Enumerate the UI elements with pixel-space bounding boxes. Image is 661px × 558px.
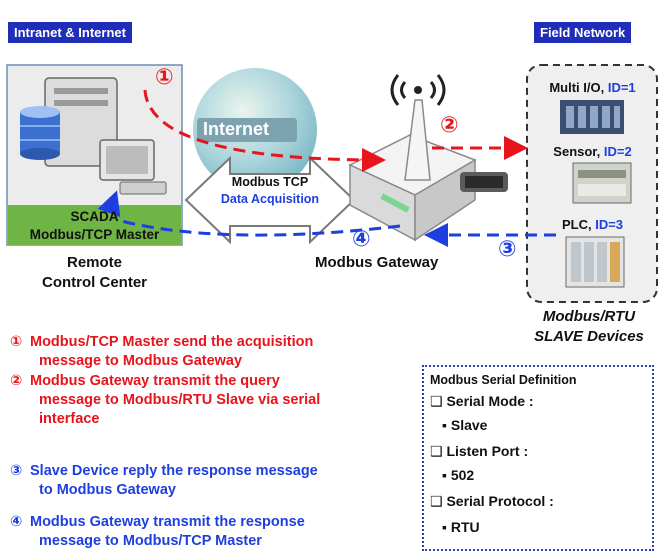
step-4-line1: Modbus Gateway transmit the response: [30, 514, 305, 530]
multi-io-device-icon: [560, 100, 624, 134]
definition-value-serial-mode: ▪ Slave: [442, 417, 487, 433]
checkbox-icon: ❑: [430, 393, 443, 409]
scada-label: SCADA Modbus/TCP Master: [8, 208, 181, 244]
step-2: ② Modbus Gateway transmit the query messa…: [10, 372, 320, 429]
gateway-label: Modbus Gateway: [315, 254, 439, 271]
device-name-1: Multi I/O,: [549, 80, 608, 95]
step-3-num: ③: [10, 463, 23, 479]
step-4: ④ Modbus Gateway transmit the response me…: [10, 513, 305, 551]
flow-arrow-1: [143, 89, 386, 172]
scada-label-line1: SCADA: [70, 209, 119, 224]
step-4-line2: message to Modbus/TCP Master: [39, 533, 262, 549]
definition-label-3: Serial Protocol :: [446, 493, 554, 509]
device-id-3: ID=3: [595, 217, 624, 232]
definition-value-listen-port: ▪ 502: [442, 467, 474, 483]
step-3: ③ Slave Device reply the response message…: [10, 462, 318, 500]
definition-title: Modbus Serial Definition: [430, 373, 577, 387]
tcp-label-line2: Data Acquisition: [220, 192, 320, 206]
internet-label: Internet: [203, 119, 270, 139]
step-3-line2: to Modbus Gateway: [39, 482, 176, 498]
computer-icon: [44, 77, 167, 195]
step-1-line1: Modbus/TCP Master send the acquisition: [30, 334, 314, 350]
step-marker-3: ③: [498, 236, 517, 261]
device-id-2: ID=2: [603, 144, 632, 159]
definition-value-2: 502: [450, 467, 475, 483]
step-1-num: ①: [10, 334, 23, 350]
database-icon: [20, 106, 60, 160]
definition-value-serial-protocol: ▪ RTU: [442, 519, 480, 535]
modbus-gateway-icon: [348, 74, 508, 242]
device-id-1: ID=1: [607, 80, 636, 95]
remote-label-line2: Control Center: [42, 274, 147, 291]
slave-label-line1: Modbus/RTU: [542, 308, 636, 325]
remote-label-line1: Remote: [66, 254, 122, 271]
device-name-3: PLC,: [561, 217, 596, 232]
device-label-1: Multi I/O, ID=1: [530, 80, 655, 95]
network-diagram: [6, 64, 658, 303]
tcp-label-line1: Modbus TCP: [231, 175, 309, 189]
device-label-3: PLC, ID=3: [530, 217, 655, 232]
step-marker-4: ④: [352, 226, 371, 251]
step-marker-2: ②: [440, 112, 459, 137]
bullet-icon: ▪: [442, 519, 447, 535]
sensor-device-icon: [572, 162, 632, 204]
definition-item-listen-port: ❑ Listen Port :: [430, 443, 528, 460]
header-field-network: Field Network: [534, 22, 632, 43]
definition-label-1: Serial Mode :: [446, 393, 534, 409]
tcp-label: Modbus TCP Data Acquisition: [192, 174, 348, 208]
step-4-num: ④: [10, 514, 23, 530]
step-3-line1: Slave Device reply the response message: [30, 463, 318, 479]
definition-value-3: RTU: [450, 519, 480, 535]
definition-value-1: Slave: [450, 417, 488, 433]
step-2-line2: message to Modbus/RTU Slave via serial: [39, 392, 321, 408]
step-marker-1: ①: [155, 64, 174, 89]
step-2-line1: Modbus Gateway transmit the query: [30, 373, 280, 389]
slave-label-line2: SLAVE Devices: [534, 328, 644, 345]
definition-item-serial-protocol: ❑ Serial Protocol :: [430, 493, 554, 510]
remote-label: Remote Control Center: [8, 253, 181, 293]
definition-item-serial-mode: ❑ Serial Mode :: [430, 393, 534, 410]
flow-arrow-4: [97, 190, 401, 237]
internet-globe-icon: [193, 68, 317, 192]
checkbox-icon: ❑: [430, 443, 443, 459]
step-2-line3: interface: [39, 411, 100, 427]
definition-label-2: Listen Port :: [446, 443, 529, 459]
bullet-icon: ▪: [442, 417, 447, 433]
checkbox-icon: ❑: [430, 493, 443, 509]
header-intranet-internet: Intranet & Internet: [8, 22, 132, 43]
step-1-line2: message to Modbus Gateway: [39, 353, 243, 369]
plc-device-icon: [565, 236, 625, 288]
bullet-icon: ▪: [442, 467, 447, 483]
step-2-num: ②: [10, 373, 23, 389]
device-label-2: Sensor, ID=2: [530, 144, 655, 159]
device-name-2: Sensor,: [553, 144, 604, 159]
scada-label-line2: Modbus/TCP Master: [29, 227, 160, 242]
slave-devices-label: Modbus/RTU SLAVE Devices: [520, 307, 658, 347]
serial-definition-box: Modbus Serial Definition ❑ Serial Mode :…: [422, 365, 654, 551]
